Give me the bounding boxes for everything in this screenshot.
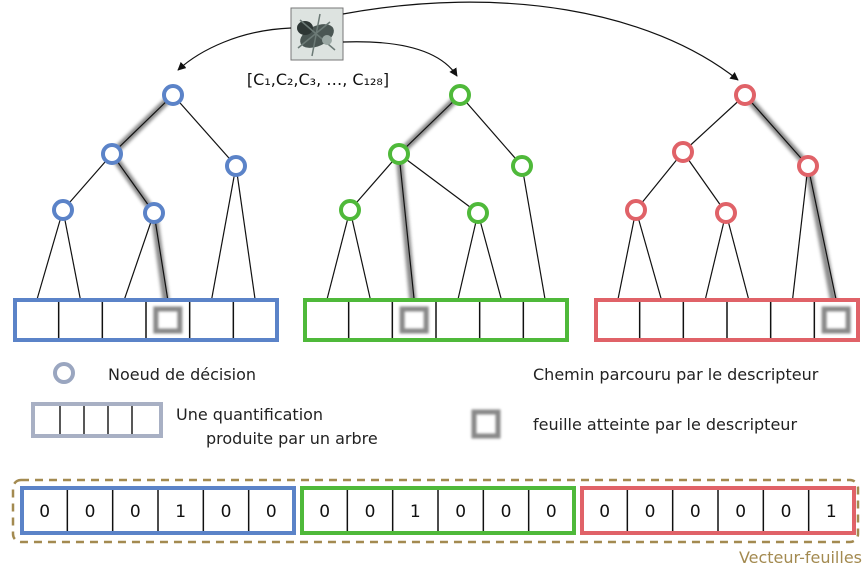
reached-leaf-icon <box>471 409 501 439</box>
decision-node <box>715 202 737 224</box>
vector-cell-value: 0 <box>501 502 512 522</box>
vector-cell-value: 0 <box>85 502 96 522</box>
vector-cell-value: 0 <box>39 502 50 522</box>
decision-node <box>101 143 123 165</box>
decision-node <box>797 155 819 177</box>
vector-cell-value: 0 <box>365 502 376 522</box>
decision-node <box>388 143 410 165</box>
tree-edge <box>349 153 400 211</box>
tree-edge <box>617 209 637 301</box>
legend-path-label: Chemin parcouru par le descripteur <box>533 365 819 384</box>
decision-node <box>734 84 756 106</box>
vector-cell-value: 0 <box>266 502 277 522</box>
quantification-box-icon <box>31 402 163 438</box>
decision-node <box>672 141 694 163</box>
tree-edge <box>123 212 155 301</box>
descriptor-path-1 <box>108 92 176 315</box>
decision-node <box>339 199 361 221</box>
vector-segment-2: 0 0 1 0 0 0 <box>300 486 576 535</box>
tree-edge <box>235 165 256 301</box>
legend-quantif-line2: produite par un arbre <box>206 429 378 448</box>
reached-leaf <box>399 306 429 334</box>
tree-edge <box>807 165 837 301</box>
tree-edge <box>635 151 684 211</box>
vector-cell-value: 0 <box>599 502 610 522</box>
arrow-to-red-tree <box>342 1 739 81</box>
decision-node <box>52 199 74 221</box>
vector-cell-value: 1 <box>175 502 186 522</box>
tree-edge <box>36 209 64 301</box>
descriptor-path-2 <box>395 92 463 315</box>
tree-edge <box>744 94 809 167</box>
insect-photo-thumbnail <box>290 7 344 61</box>
decision-node <box>162 84 184 106</box>
legend-quantif-line1: Une quantification <box>176 405 323 424</box>
vector-cell-value: 0 <box>455 502 466 522</box>
vector-segment-1: 0 0 0 1 0 0 <box>20 486 296 535</box>
tree-edge <box>398 94 461 155</box>
decision-tree-2 <box>303 84 569 342</box>
leaf-vector-label: Vecteur-feuilles <box>739 548 862 567</box>
tree-edge <box>459 94 523 167</box>
leaf-vector-frame <box>11 478 860 544</box>
reached-leaf <box>153 306 183 334</box>
vector-cell-value: 0 <box>130 502 141 522</box>
tree-edge <box>111 153 155 214</box>
decision-node <box>467 202 489 224</box>
vector-cell-value: 1 <box>826 502 837 522</box>
tree-edge <box>172 94 237 167</box>
decision-tree-3 <box>594 84 860 342</box>
tree-edge <box>635 209 663 301</box>
tree-edge <box>704 212 727 301</box>
tree-edge <box>62 209 82 301</box>
vector-cell-value: 0 <box>319 502 330 522</box>
decision-node <box>625 199 647 221</box>
legend: Noeud de décision Une quantification pro… <box>31 362 819 448</box>
reached-leaf <box>821 306 851 334</box>
tree-edge <box>153 212 169 301</box>
tree-edge <box>791 165 809 301</box>
tree-edge <box>111 94 174 155</box>
tree-edge <box>725 212 750 301</box>
decision-node-icon <box>53 362 75 384</box>
tree-edge <box>62 153 113 211</box>
descriptor-path-3 <box>742 92 840 315</box>
arrow-to-blue-tree <box>177 27 292 71</box>
vector-cell-value: 0 <box>735 502 746 522</box>
tree-edge <box>682 151 727 214</box>
arrow-to-green-tree <box>342 41 458 77</box>
vector-cell-value: 0 <box>221 502 232 522</box>
vector-cell-value: 1 <box>410 502 421 522</box>
vector-cell-value: 0 <box>546 502 557 522</box>
tree-edge <box>349 209 372 301</box>
tree-edge <box>326 209 351 301</box>
vector-cell-value: 0 <box>781 502 792 522</box>
tree-edge <box>457 212 479 301</box>
tree-edge <box>398 153 415 301</box>
decision-node <box>511 155 533 177</box>
vector-segment-3: 0 0 0 0 0 1 <box>580 486 856 535</box>
tree-edge <box>682 94 746 153</box>
tree-edge <box>398 153 479 214</box>
tree-edge <box>477 212 503 301</box>
descriptor-vector-label: [C₁,C₂,C₃, …, C₁₂₈] <box>247 70 389 89</box>
decision-node <box>143 202 165 224</box>
decision-tree-1 <box>13 84 279 342</box>
legend-node-label: Noeud de décision <box>108 365 256 384</box>
decision-node <box>225 155 247 177</box>
vector-cell-value: 0 <box>690 502 701 522</box>
decision-node <box>449 84 471 106</box>
legend-leaf-label: feuille atteinte par le descripteur <box>533 415 797 434</box>
tree-edge <box>210 165 237 301</box>
vector-cell-value: 0 <box>645 502 656 522</box>
tree-edge <box>521 165 546 301</box>
